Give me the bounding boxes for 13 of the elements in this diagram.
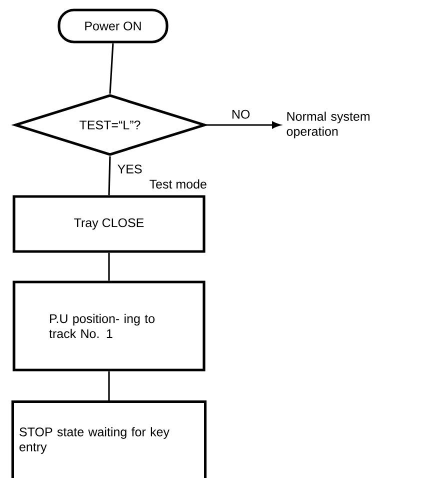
- connector: [108, 156, 111, 196]
- process-box: Tray CLOSE: [12, 195, 206, 253]
- connector: [108, 252, 110, 281]
- connector: [206, 122, 280, 128]
- edge-label: NO: [230, 108, 252, 120]
- edge-label: YES: [118, 164, 142, 174]
- outcome-text: Normal system operation: [286, 112, 370, 138]
- connector: [109, 43, 114, 94]
- process-box: P.U position- ing to track No. 1: [12, 280, 206, 372]
- annotation: Test mode: [150, 179, 206, 189]
- process-box: STOP state waiting for key entry: [11, 400, 207, 478]
- connector: [108, 371, 110, 402]
- terminal-box: Power ON: [58, 8, 168, 44]
